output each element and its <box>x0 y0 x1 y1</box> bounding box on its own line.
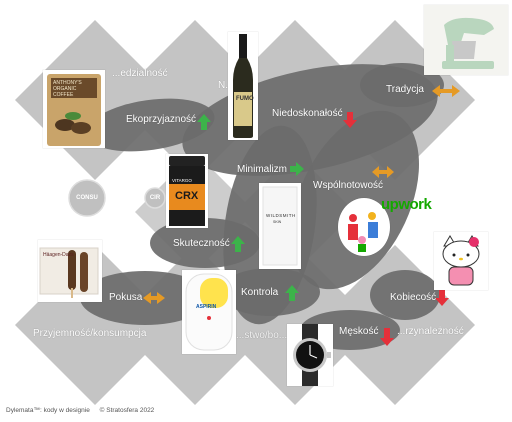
value-label-wspolnotowosc: Wspólnotowość <box>313 180 384 191</box>
arrow-up-icon <box>197 114 211 130</box>
ellipse <box>370 270 440 320</box>
stand-mixer-image <box>424 5 508 75</box>
ellipse <box>150 218 260 268</box>
ellipse <box>85 98 215 152</box>
wristwatch-image <box>287 324 333 386</box>
wildsmith-brand: WILDSMITH <box>266 213 296 218</box>
circle-cir <box>144 187 166 209</box>
value-label-ekoprzyjaznosc: Ekoprzyjazność <box>126 114 197 125</box>
value-label-kobiecosc: Kobiecość <box>390 292 437 303</box>
arrow-both-icon <box>372 166 394 178</box>
wine-label: FUMO <box>236 96 254 102</box>
arrow-up-icon <box>231 236 245 252</box>
wine-bottle-image: FUMO <box>228 32 258 140</box>
arrow-down-icon <box>343 112 357 128</box>
value-label-przynaleznosc: ...rzynależność <box>397 326 464 337</box>
footer-copyright: © Stratosfera 2022 <box>99 407 155 414</box>
circle-consu <box>68 179 106 217</box>
circle-label-cir: CIR <box>149 195 161 201</box>
value-label-pokusa: Pokusa <box>109 292 143 303</box>
wildsmith-sub: SKIN <box>273 220 282 224</box>
aspirin-label: ASPIRIN <box>196 304 217 310</box>
coffee-product: COFFEE <box>53 92 74 98</box>
value-label-skutecznosc: Skuteczność <box>173 238 230 249</box>
arrow-right-icon <box>290 162 304 176</box>
footer-title: Dylemata™: kody w designie <box>6 407 90 414</box>
coffee-line: ORGANIC <box>53 86 77 92</box>
value-label-tradycja: Tradycja <box>386 84 424 95</box>
arrow-both-icon <box>143 292 165 304</box>
ellipse <box>360 63 444 107</box>
coffee-bag-image: ANTHONY'S ORGANIC COFFEE <box>43 70 105 148</box>
aspirin-pack-image: ASPIRIN <box>182 270 236 354</box>
value-label-kontrola: Kontrola <box>241 287 279 298</box>
value-label-meskosc: Męskość <box>339 326 379 337</box>
value-label-minimalizm: Minimalizm <box>237 164 287 175</box>
value-label: ...edzialność <box>112 68 168 79</box>
footer: Dylemata™: kody w designie © Stratosfera… <box>6 407 162 414</box>
value-label-niedoskonalosc: Niedoskonałość <box>272 108 343 119</box>
upwork-logo: upwork <box>381 196 432 213</box>
supplement-tub-image: VITARGO CRX <box>166 154 208 228</box>
ellipse <box>220 268 320 316</box>
coffee-brand: ANTHONY'S <box>53 80 82 86</box>
arrow-up-icon <box>285 285 299 301</box>
arrow-down-icon <box>380 328 394 346</box>
supplement-name: CRX <box>175 190 199 202</box>
circle-label-consu: CONSU <box>76 195 98 201</box>
value-label-hidden: ...stwo/bo... <box>236 330 288 341</box>
wildsmith-box-image: WILDSMITH SKIN <box>259 183 301 269</box>
supplement-brand: VITARGO <box>172 178 192 183</box>
hello-kitty-image <box>434 232 488 290</box>
arrow-both-icon <box>432 85 460 97</box>
arrow-down-icon <box>435 290 449 306</box>
upwork-illustration-image <box>338 198 390 256</box>
value-label-przyjemnosc: Przyjemność/konsumpcja <box>33 328 147 339</box>
ice-cream-box-image: Häagen-Dazs <box>38 240 102 302</box>
value-label: N... <box>218 80 234 91</box>
ice-cream-brand: Häagen-Dazs <box>43 252 74 258</box>
arrows <box>143 85 460 346</box>
